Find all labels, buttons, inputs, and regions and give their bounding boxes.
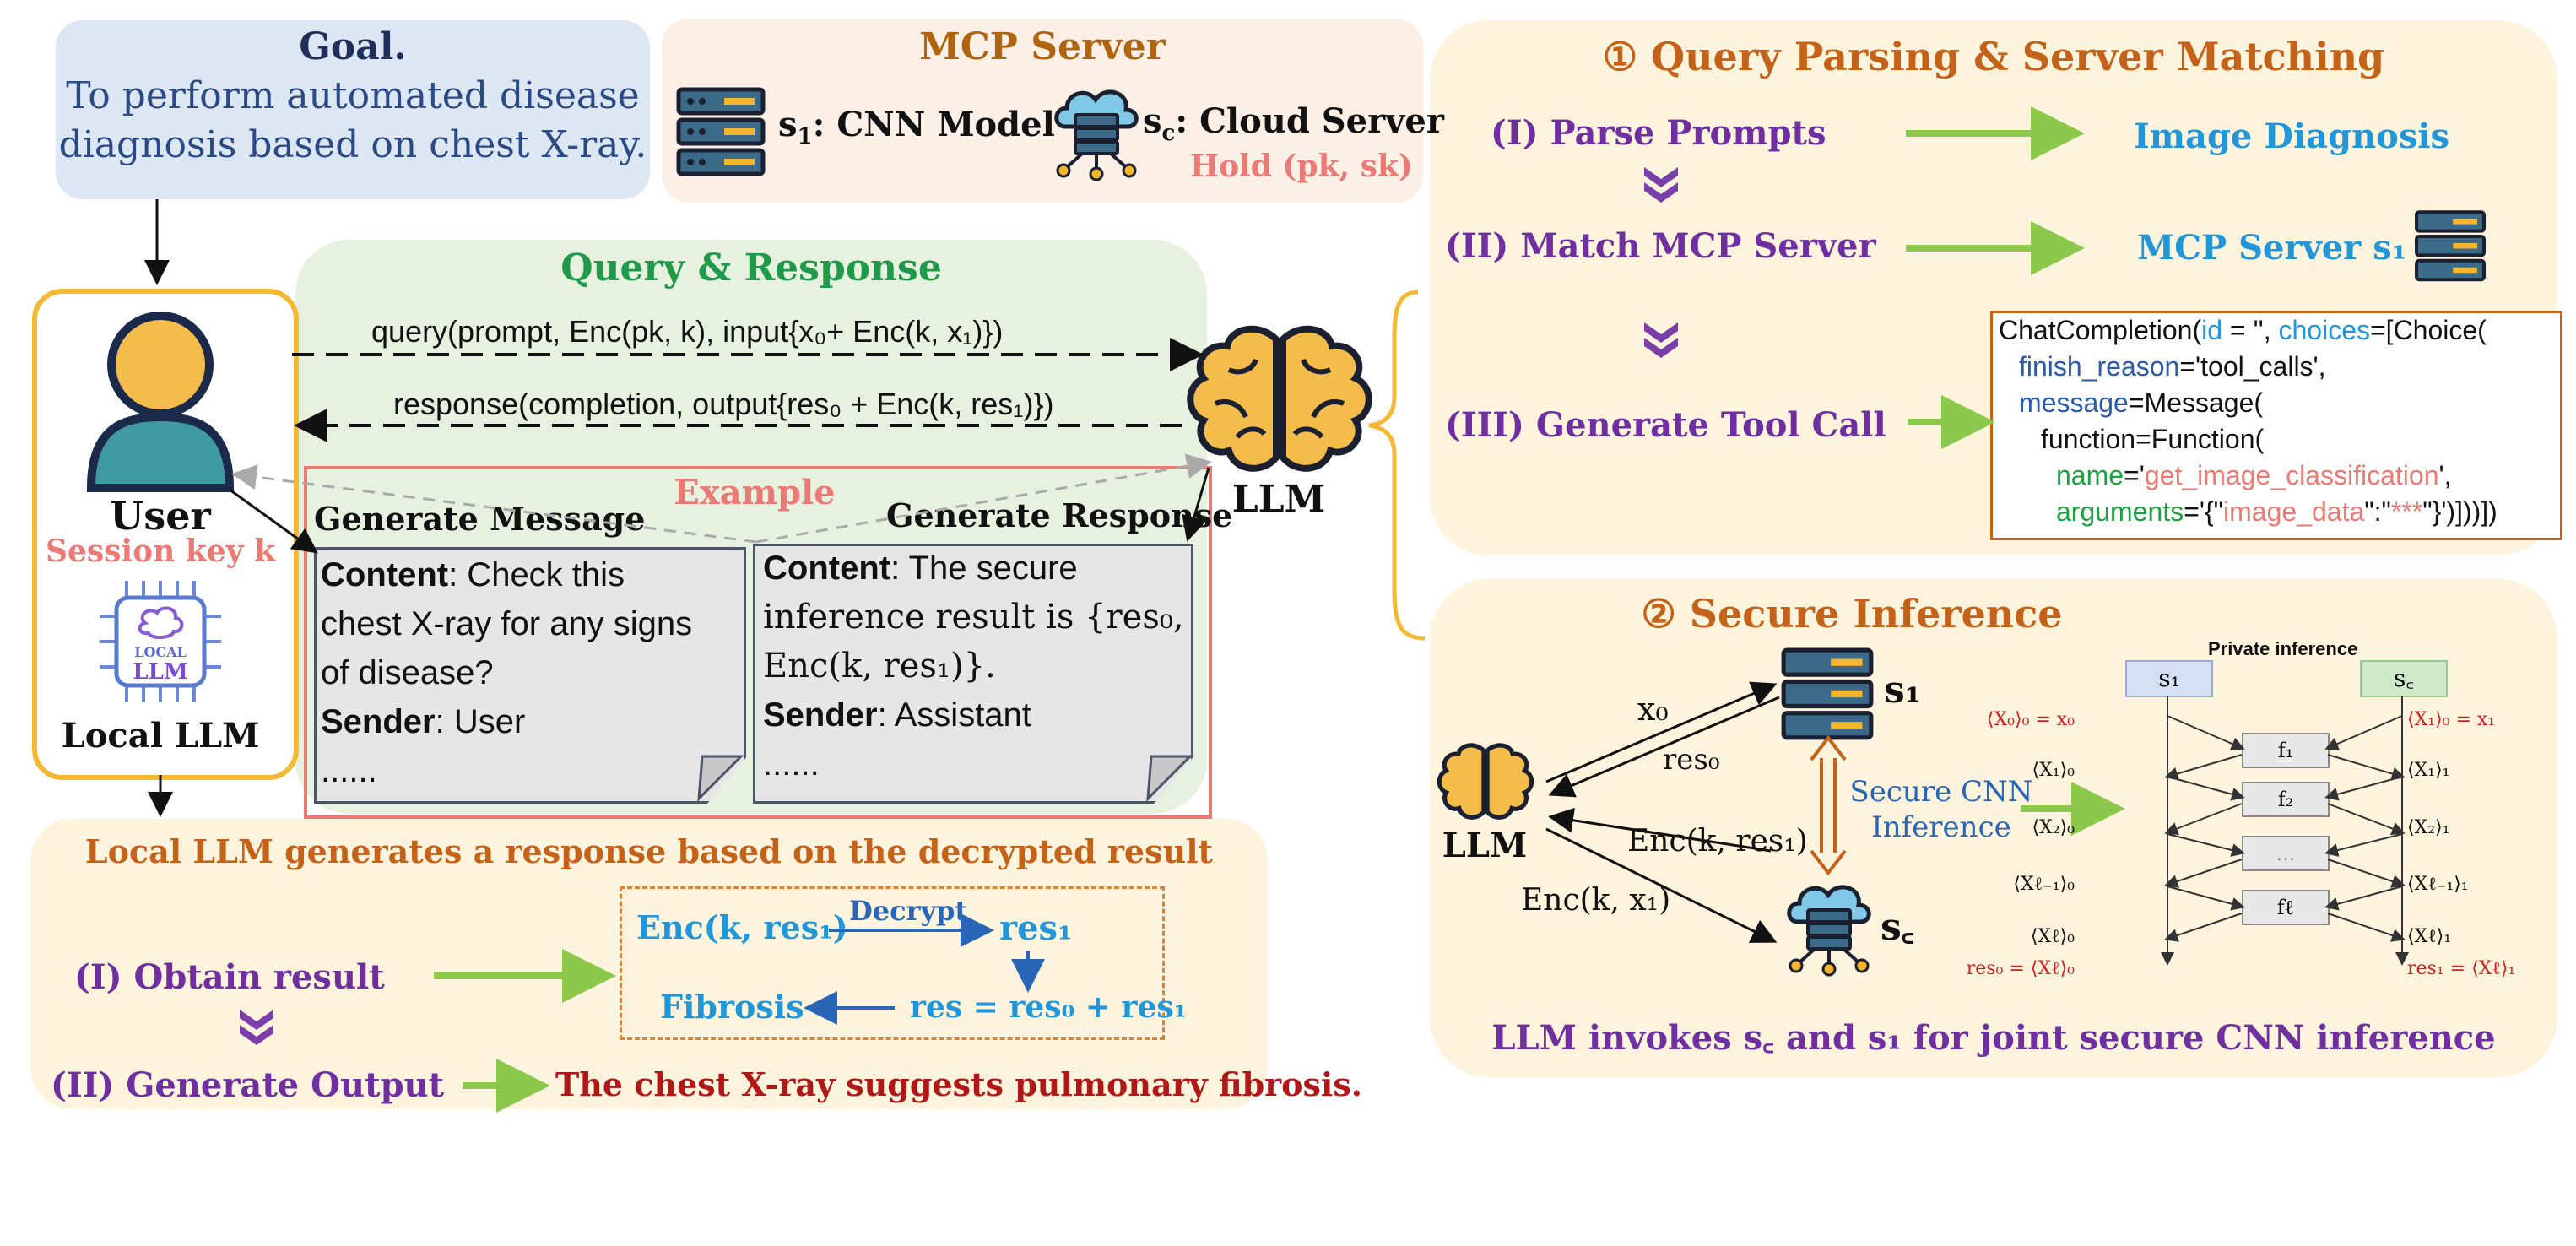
left-connectors xyxy=(144,199,1426,817)
si-s1-server-icon xyxy=(1781,647,1874,740)
res1-label: res₁ xyxy=(999,908,1073,948)
tool-call-code-box xyxy=(1990,311,2562,540)
user-label: User xyxy=(110,493,211,539)
local-step2: (II) Generate Output xyxy=(51,1065,445,1105)
si-sc-cloud-icon xyxy=(1787,885,1871,977)
message-note xyxy=(314,547,746,804)
server-icon xyxy=(676,87,766,176)
pi-left-label: ⟨X₁⟩₀ xyxy=(2032,760,2075,781)
res-sum: res = res₀ + res₁ xyxy=(910,989,1188,1025)
local-llm-chip-icon: LOCAL LLM xyxy=(100,581,221,702)
pi-func-box: ... xyxy=(2242,836,2330,871)
si-llm-brain-icon xyxy=(1437,743,1534,820)
pi-func-box: f₁ xyxy=(2242,733,2330,768)
mcp-sc-label: sc: Cloud Server xyxy=(1143,101,1444,146)
user-icon xyxy=(86,312,235,492)
goal-title: Goal. xyxy=(299,25,407,68)
chip-line2: LLM xyxy=(133,659,187,685)
goal-panel xyxy=(56,20,650,199)
decrypt-box xyxy=(620,886,1165,1040)
example-frame xyxy=(304,466,1212,819)
enc-res1: Enc(k, res₁) xyxy=(636,908,848,946)
session-key-label: Session key k xyxy=(45,534,276,569)
chip-line1: LOCAL xyxy=(134,644,187,660)
qp-step3: (III) Generate Tool Call xyxy=(1445,405,1886,445)
pi-col-right: s꜀ xyxy=(2360,660,2448,697)
si-s1-label: s₁ xyxy=(1884,669,1922,712)
si-x0: x₀ xyxy=(1637,691,1669,728)
si-secure-cnn-2: Inference xyxy=(1871,810,2011,844)
mcp-server-title: MCP Server xyxy=(919,25,1166,68)
query-text: query(prompt, Enc(pk, k), input{x₀+ Enc(… xyxy=(371,314,1004,349)
si-caption: LLM invokes s꜀ and s₁ for joint secure C… xyxy=(1491,1018,2496,1058)
local-result-panel xyxy=(30,819,1268,1109)
goal-text-line1: To perform automated disease xyxy=(66,74,640,117)
secure-inference-title: ② Secure Inference xyxy=(1641,591,2063,637)
query-parsing-title: ① Query Parsing & Server Matching xyxy=(1602,34,2385,79)
private-inference-title: Private inference xyxy=(2208,638,2358,659)
local-step1: (I) Obtain result xyxy=(74,957,385,997)
si-sc-label: s꜀ xyxy=(1881,906,1914,949)
mcp-sc-hold: Hold (pk, sk) xyxy=(1190,149,1413,184)
example-title: Example xyxy=(674,473,836,512)
local-result-arrows xyxy=(240,913,1045,1113)
qp-step1-result: Image Diagnosis xyxy=(2134,116,2450,156)
message-content: Content: Check this chest X-ray for any … xyxy=(321,556,693,789)
pi-right-label: ⟨Xℓ⟩₁ xyxy=(2407,926,2452,947)
pi-lines xyxy=(2161,696,2409,966)
cloud-server-icon xyxy=(1054,89,1139,181)
llm-label: LLM xyxy=(1231,478,1326,521)
qp-step2: (II) Match MCP Server xyxy=(1445,226,1876,266)
llm-brain-icon xyxy=(1187,325,1372,472)
pi-left-label: ⟨X₀⟩₀ = x₀ xyxy=(1986,709,2075,730)
pi-right-label: res₁ = ⟨Xℓ⟩₁ xyxy=(2407,958,2516,979)
local-llm-label: Local LLM xyxy=(61,716,260,756)
pi-left-label: ⟨Xℓ₋₁⟩₀ xyxy=(2013,874,2075,895)
decrypt-label: Decrypt xyxy=(849,895,968,927)
pi-left-label: ⟨Xℓ⟩₀ xyxy=(2030,926,2075,947)
pi-right-label: ⟨Xℓ₋₁⟩₁ xyxy=(2407,874,2469,895)
si-res0: res₀ xyxy=(1663,743,1720,777)
tool-call-code: ChatCompletion(id = '', choices=[Choice(… xyxy=(1999,315,2498,527)
goal-text-line2: diagnosis based on chest X-ray. xyxy=(58,123,647,166)
gen-response-title: Generate Response xyxy=(886,496,1233,534)
query-parsing-arrows xyxy=(1644,106,2085,449)
response-content: Content: The secure inference result is … xyxy=(763,550,1184,783)
pi-left-label: ⟨X₂⟩₀ xyxy=(2032,817,2075,838)
qp-server-icon xyxy=(2415,210,2486,282)
message-note-fold xyxy=(697,755,744,802)
gen-message-title: Generate Message xyxy=(314,500,646,538)
fibrosis-label: Fibrosis xyxy=(660,988,804,1026)
si-enc-x1: Enc(k, x₁) xyxy=(1521,883,1671,918)
pi-right-label: ⟨X₁⟩₁ xyxy=(2407,760,2450,781)
mcp-s1-label: s1: CNN Model xyxy=(778,105,1055,149)
pi-right-label: ⟨X₁⟩₀ = x₁ xyxy=(2407,709,2496,730)
si-secure-cnn-1: Secure CNN xyxy=(1849,775,2033,809)
query-response-title: Query & Response xyxy=(560,246,942,290)
qp-step2-result: MCP Server s₁ xyxy=(2137,228,2407,268)
response-text: response(completion, output{res₀ + Enc(k… xyxy=(393,387,1054,421)
pi-col-left: s₁ xyxy=(2125,660,2213,697)
mcp-server-panel xyxy=(662,19,1423,203)
local-result-title: Local LLM generates a response based on … xyxy=(84,832,1214,870)
pi-left-label: res₀ = ⟨Xℓ⟩₀ xyxy=(1966,958,2075,979)
si-flow-arrows xyxy=(1545,681,2125,943)
qp-step1: (I) Parse Prompts xyxy=(1491,113,1826,153)
pi-right-label: ⟨X₂⟩₁ xyxy=(2407,817,2450,838)
si-enc-res1: Enc(k, res₁) xyxy=(1627,824,1808,859)
local-output: The chest X-ray suggests pulmonary fibro… xyxy=(555,1065,1362,1103)
si-llm-label: LLM xyxy=(1442,826,1528,865)
response-note xyxy=(753,544,1193,804)
response-note-fold xyxy=(1146,755,1193,802)
